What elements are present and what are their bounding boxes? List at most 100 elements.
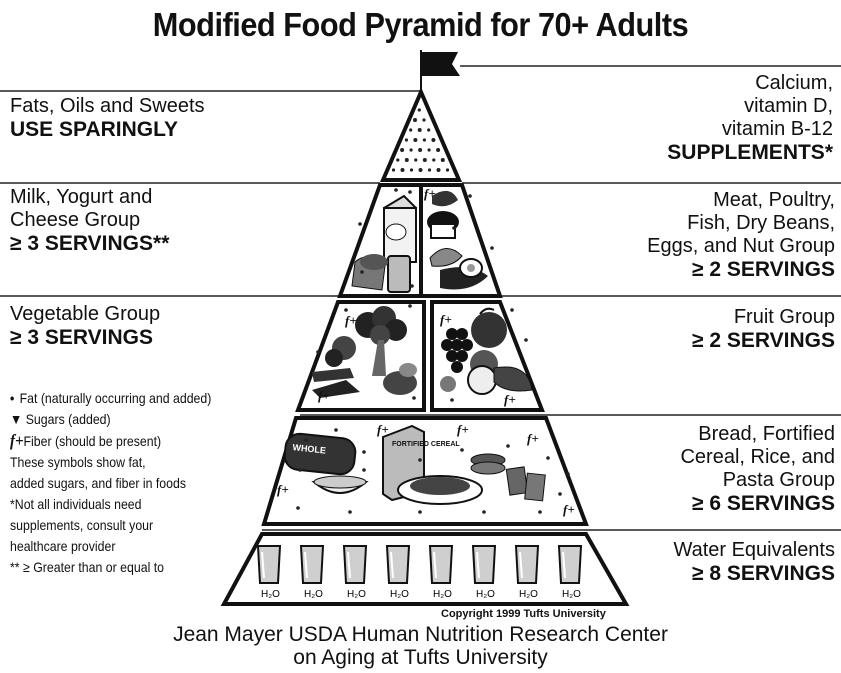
water-glass-icon: H₂O xyxy=(430,546,452,600)
milk-line2: Cheese Group xyxy=(10,209,140,231)
water-glass-icon: H₂O xyxy=(258,546,280,600)
meat-servings: ≥ 2 SERVINGS xyxy=(647,258,835,281)
fat-dot xyxy=(362,468,366,472)
legend-note4: supplements, consult your xyxy=(10,515,239,536)
fat-dot xyxy=(410,148,413,151)
fat-dot xyxy=(558,492,562,496)
fats-advice: USE SPARINGLY xyxy=(10,118,205,141)
fat-dot xyxy=(538,510,542,514)
fat-dot xyxy=(396,158,399,161)
fat-dot xyxy=(296,506,300,510)
fat-dot xyxy=(410,168,413,171)
fiber-mark: f+ xyxy=(318,388,330,403)
water-group-name: Water Equivalents xyxy=(673,539,835,561)
fat-dot xyxy=(490,246,494,250)
vegetable-label: Vegetable Group ≥ 3 SERVINGS xyxy=(10,303,160,349)
fat-dot xyxy=(392,168,395,171)
legend-note2: added sugars, and fiber in foods xyxy=(10,473,239,494)
flag-icon xyxy=(421,50,460,92)
fat-dot xyxy=(510,308,514,312)
fat-dot xyxy=(427,128,430,131)
fat-dot xyxy=(408,304,412,308)
meat-line2: Fish, Dry Beans, xyxy=(687,212,835,234)
fat-dot xyxy=(413,138,417,142)
fat-dot xyxy=(450,398,454,402)
fat-dot xyxy=(418,458,422,462)
fat-dot xyxy=(409,128,412,131)
vegetable-servings: ≥ 3 SERVINGS xyxy=(10,326,160,349)
meat-line3: Eggs, and Nut Group xyxy=(647,235,835,257)
fiber-mark: f+ xyxy=(457,422,469,437)
fat-dot xyxy=(410,284,414,288)
fiber-mark: f+ xyxy=(563,502,575,517)
fiber-mark: f+ xyxy=(345,313,357,328)
fat-dot xyxy=(413,118,417,122)
bread-line3: Pasta Group xyxy=(723,469,835,491)
fats-group-name: Fats, Oils and Sweets xyxy=(10,95,205,117)
fat-dot xyxy=(423,138,426,141)
fat-dot xyxy=(418,510,422,514)
fat-dot xyxy=(344,308,348,312)
fat-dot xyxy=(360,270,364,274)
legend: •Fat (naturally occurring and added) ▼Su… xyxy=(10,388,239,578)
fat-dot xyxy=(437,168,441,172)
legend-note5: healthcare provider xyxy=(10,536,239,557)
fat-dot xyxy=(418,128,422,132)
water-glass-label: H₂O xyxy=(433,589,452,600)
fat-dot xyxy=(460,448,464,452)
water-glass-label: H₂O xyxy=(562,589,581,600)
fat-dot xyxy=(304,438,308,442)
water-glass-label: H₂O xyxy=(476,589,495,600)
bread-label-group: Bread, Fortified Cereal, Rice, and Pasta… xyxy=(680,423,835,515)
fat-dot xyxy=(436,148,440,152)
fat-dot xyxy=(405,138,408,141)
milk-servings: ≥ 3 SERVINGS** xyxy=(10,232,169,255)
fat-dot xyxy=(334,428,338,432)
fat-dot xyxy=(431,138,435,142)
fat-dot xyxy=(546,456,550,460)
fat-dot xyxy=(446,168,449,171)
supplements-line3: vitamin B-12 xyxy=(722,118,833,140)
legend-sugars-text: Sugars (added) xyxy=(26,411,111,427)
fat-dot xyxy=(298,468,302,472)
fats-label: Fats, Oils and Sweets USE SPARINGLY xyxy=(10,95,205,141)
water-glass-icon: H₂O xyxy=(387,546,409,600)
meat-label: Meat, Poultry, Fish, Dry Beans, Eggs, an… xyxy=(647,189,835,281)
supplements-line2: vitamin D, xyxy=(744,95,833,117)
fat-dot xyxy=(362,450,366,454)
water-glass-label: H₂O xyxy=(519,589,538,600)
fat-dot xyxy=(419,168,423,172)
legend-fat: •Fat (naturally occurring and added) xyxy=(10,388,239,409)
water-servings: ≥ 8 SERVINGS xyxy=(673,562,835,585)
fat-dot xyxy=(423,158,427,162)
fat-dot xyxy=(566,472,570,476)
water-glass-icon: H₂O xyxy=(344,546,366,600)
legend-fiber: f+Fiber (should be present) xyxy=(10,430,239,452)
water-glass-label: H₂O xyxy=(347,589,366,600)
fat-dot xyxy=(428,168,431,171)
fat-dot xyxy=(400,148,404,152)
supplements-line1: Calcium, xyxy=(755,72,833,94)
fiber-mark: f+ xyxy=(277,482,289,497)
water-glass-icon: H₂O xyxy=(301,546,323,600)
water-glass-icon: H₂O xyxy=(559,546,581,600)
legend-fat-text: Fat (naturally occurring and added) xyxy=(20,390,212,406)
fiber-mark: f+ xyxy=(440,312,452,327)
water-glass-icon: H₂O xyxy=(516,546,538,600)
fat-dot xyxy=(414,158,417,161)
fat-dot xyxy=(316,350,320,354)
footer: Jean Mayer USDA Human Nutrition Research… xyxy=(0,623,841,669)
fat-dot xyxy=(418,148,422,152)
fat-dot xyxy=(422,118,425,121)
legend-sugars: ▼Sugars (added) xyxy=(10,409,239,430)
fat-dot xyxy=(452,226,456,230)
milk-label: Milk, Yogurt and Cheese Group ≥ 3 SERVIN… xyxy=(10,186,169,255)
fat-dot xyxy=(394,188,398,192)
legend-note1: These symbols show fat, xyxy=(10,452,239,473)
tier-fats xyxy=(383,92,459,180)
bread-line2: Cereal, Rice, and xyxy=(680,446,835,468)
vegetable-group-name: Vegetable Group xyxy=(10,303,160,325)
fruit-group-name: Fruit Group xyxy=(734,306,835,328)
fat-dot xyxy=(432,158,435,161)
fiber-icon: f+ xyxy=(10,431,24,450)
